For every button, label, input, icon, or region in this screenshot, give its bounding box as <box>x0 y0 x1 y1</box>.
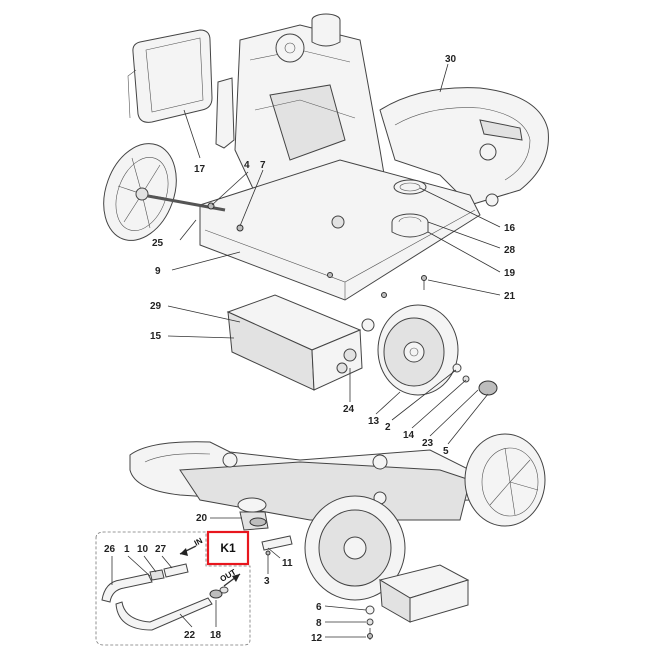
callout-8: 8 <box>316 618 322 629</box>
callout-5: 5 <box>443 446 449 457</box>
kit-k1-highlight[interactable]: K1 <box>206 530 250 566</box>
vacuum-shoe <box>379 87 549 207</box>
wheel-hardware <box>452 363 498 396</box>
callout-23: 23 <box>422 438 434 449</box>
leader-lines <box>111 63 501 638</box>
callout-15: 15 <box>150 331 162 342</box>
callout-25: 25 <box>152 238 164 249</box>
kit-k1-label: K1 <box>220 541 236 555</box>
callout-6: 6 <box>316 602 322 613</box>
front-wheel-upper <box>361 304 459 396</box>
handle-pad <box>127 29 213 123</box>
callout-13: 13 <box>368 416 380 427</box>
callout-22: 22 <box>184 630 196 641</box>
small-screws <box>207 202 427 298</box>
callout-9: 9 <box>155 266 161 277</box>
callout-4: 4 <box>244 160 250 171</box>
callout-20: 20 <box>196 513 208 524</box>
hose-collars <box>391 179 429 238</box>
flow-in-label: IN <box>193 536 204 548</box>
upper-assembly <box>103 13 549 396</box>
callout-16: 16 <box>504 223 516 234</box>
callout-3: 3 <box>264 576 270 587</box>
callout-28: 28 <box>504 245 516 256</box>
callout-21: 21 <box>504 291 516 302</box>
callout-24: 24 <box>343 404 355 415</box>
callout-29: 29 <box>150 301 162 312</box>
callout-19: 19 <box>504 268 516 279</box>
callout-30: 30 <box>445 54 457 65</box>
callout-1: 1 <box>124 544 130 555</box>
callout-14: 14 <box>403 430 415 441</box>
callout-7: 7 <box>260 160 266 171</box>
callout-26: 26 <box>104 544 116 555</box>
callout-27: 27 <box>155 544 167 555</box>
callout-12: 12 <box>311 633 323 644</box>
lower-assembly <box>129 433 546 640</box>
callout-17: 17 <box>194 164 206 175</box>
rear-wheel-upper <box>103 143 226 241</box>
callout-numbers: 30 4 7 17 25 9 16 28 19 21 29 15 24 13 2… <box>104 54 516 644</box>
callout-2: 2 <box>385 422 391 433</box>
detail-inset: IN OUT <box>95 531 251 646</box>
motor-box <box>226 294 363 391</box>
flow-out-label: OUT <box>219 567 238 583</box>
callout-18: 18 <box>210 630 222 641</box>
callout-11: 11 <box>282 558 293 569</box>
callout-10: 10 <box>137 544 149 555</box>
